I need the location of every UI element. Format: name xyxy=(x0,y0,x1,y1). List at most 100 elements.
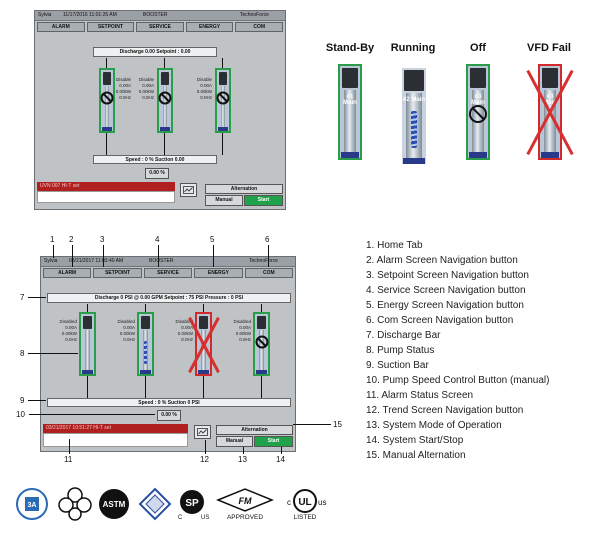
state-title-vfd-fail: VFD Fail xyxy=(526,42,571,54)
fail-x-icon xyxy=(540,73,560,152)
off-icon xyxy=(100,91,114,105)
callout-2: 2 xyxy=(69,235,74,244)
pump-3-current: 0.00A xyxy=(200,83,212,88)
pump-3-frequency: 0.0Hz xyxy=(181,337,193,342)
callout-4: 4 xyxy=(155,235,160,244)
pump-4-status-icon[interactable] xyxy=(253,312,270,376)
tab-com[interactable]: COM xyxy=(235,22,283,32)
off-icon xyxy=(216,91,230,105)
legend-item: 13. System Mode of Operation xyxy=(366,420,502,431)
pump-2-stats: Disable 0.00A 0.00kW 0.0Hz xyxy=(127,77,154,101)
running-pump-label: #2 Main xyxy=(402,96,425,103)
pump-1-status-icon[interactable] xyxy=(79,312,96,376)
callout-5: 5 xyxy=(210,235,215,244)
pump-3-status-icon[interactable] xyxy=(195,312,212,376)
trend-button[interactable] xyxy=(180,183,197,197)
legend-item: 6. Com Screen Navigation button xyxy=(366,315,514,326)
alternation-button[interactable]: Alternation xyxy=(205,184,283,194)
fm-text: FM xyxy=(239,496,252,506)
alarm-status[interactable]: UVN 007 HI-T set xyxy=(37,182,175,191)
pump-2-power: 0.00kW xyxy=(119,331,135,336)
pump-1-status-icon[interactable] xyxy=(99,68,115,133)
callout-7: 7 xyxy=(20,293,25,302)
manual-mode-button[interactable]: Manual xyxy=(216,436,253,447)
callout-11-line xyxy=(69,439,70,454)
tab-alarm[interactable]: ALARM xyxy=(37,22,85,32)
pump-1-status: Disabled xyxy=(59,319,77,324)
tab-setpoint[interactable]: SETPOINT xyxy=(93,268,142,278)
tab-energy[interactable]: ENERGY xyxy=(194,268,243,278)
status-top-bar: Sylvia 03/21/2017 11:03:40 AM BOOSTER Te… xyxy=(41,257,295,267)
pump-1-suction-line xyxy=(106,133,107,155)
hmi-screen-annotated: Sylvia 03/21/2017 11:03:40 AM BOOSTER Te… xyxy=(40,256,296,452)
pump-4-suction-line xyxy=(261,376,262,398)
standby-pump-label: #1 Main xyxy=(343,93,357,106)
pump-3-suction-line xyxy=(222,133,223,155)
tab-alarm[interactable]: ALARM xyxy=(43,268,92,278)
callout-12: 12 xyxy=(200,455,209,464)
state-title-running: Running xyxy=(390,42,436,54)
state-title-standby: Stand-By xyxy=(325,42,375,54)
legend-item: 1. Home Tab xyxy=(366,240,423,251)
pump-1-current: 0.00A xyxy=(65,325,77,330)
pump-3-frequency: 0.0Hz xyxy=(200,95,212,100)
tab-service[interactable]: SERVICE xyxy=(136,22,184,32)
callout-11: 11 xyxy=(64,455,73,464)
ul-us: us xyxy=(318,498,326,507)
callout-1: 1 xyxy=(50,235,55,244)
pump-3-stats: Disabled 0.00A 0.00kW 0.0Hz xyxy=(159,319,193,343)
pump-3-stats: Disable 0.00A 0.00kW 0.0Hz xyxy=(185,77,212,101)
callout-9-line xyxy=(28,400,46,401)
trend-icon xyxy=(197,428,208,436)
start-button[interactable]: Start xyxy=(244,195,283,206)
tab-setpoint[interactable]: SETPOINT xyxy=(86,22,135,32)
pump-2-stats: Disabled 0.00A 0.00kW 0.0Hz xyxy=(101,319,135,343)
alarm-status-box xyxy=(43,433,188,447)
pump-2-current: 0.00A xyxy=(142,83,154,88)
pump-2-status: Disabled xyxy=(117,319,135,324)
start-button[interactable]: Start xyxy=(254,436,293,447)
impeller-graphic xyxy=(411,111,417,148)
tab-energy[interactable]: ENERGY xyxy=(185,22,234,32)
alternation-button[interactable]: Alternation xyxy=(216,425,293,435)
manual-mode-button[interactable]: Manual xyxy=(205,195,243,206)
pump-2-status-icon[interactable] xyxy=(157,68,173,133)
off-pump-label: #3 Main xyxy=(471,93,485,106)
tab-com[interactable]: COM xyxy=(244,268,294,278)
off-icon xyxy=(255,335,268,349)
pump-2-power: 0.00kW xyxy=(138,89,154,94)
pump-speed-button[interactable]: 0.00 % xyxy=(157,410,181,421)
pump-speed-button[interactable]: 0.00 % xyxy=(145,168,169,179)
running-pump-icon: #2 Main xyxy=(402,68,426,164)
pump-3-status-icon[interactable] xyxy=(215,68,231,133)
csa-c: C xyxy=(178,515,183,521)
mode-label: BOOSTER xyxy=(143,12,168,18)
standby-pump-icon: #1 Main xyxy=(338,64,362,160)
user-label: Sylvia xyxy=(38,12,52,18)
user-label: Sylvia xyxy=(44,258,58,264)
callout-7-line xyxy=(28,297,46,298)
tab-service[interactable]: SERVICE xyxy=(143,268,193,278)
callout-9: 9 xyxy=(20,396,25,405)
three-a-text: 3A xyxy=(28,502,37,509)
pump-4-status: Disabled xyxy=(233,319,251,324)
csa-text: SP xyxy=(185,498,199,509)
pump-2-status-icon[interactable] xyxy=(137,312,154,376)
pump-1-discharge-line xyxy=(106,58,107,68)
pump-3-current: 0.00A xyxy=(181,325,193,330)
suction-bar: Speed : 0 % Suction 0.00 xyxy=(93,155,217,164)
pump-1-stats: Disable 0.00A 0.00kW 0.0Hz xyxy=(113,77,131,101)
off-pump-icon: #3 Main xyxy=(466,64,490,160)
callout-3-line xyxy=(103,245,104,267)
brand-label: TechnoForce xyxy=(249,258,278,264)
legend-item: 5. Energy Screen Navigation button xyxy=(366,300,524,311)
pump-3-discharge-line xyxy=(203,304,204,312)
off-icon xyxy=(158,91,172,105)
trend-button[interactable] xyxy=(194,425,211,439)
ul-c: c xyxy=(287,498,291,507)
trend-icon xyxy=(183,186,194,194)
alarm-status[interactable]: 03/21/2017 10:51:27 HI-T set xyxy=(43,424,188,433)
pump-4-discharge-line xyxy=(261,304,262,312)
discharge-bar: Discharge 0.00 Setpoint : 0.00 xyxy=(93,47,217,57)
